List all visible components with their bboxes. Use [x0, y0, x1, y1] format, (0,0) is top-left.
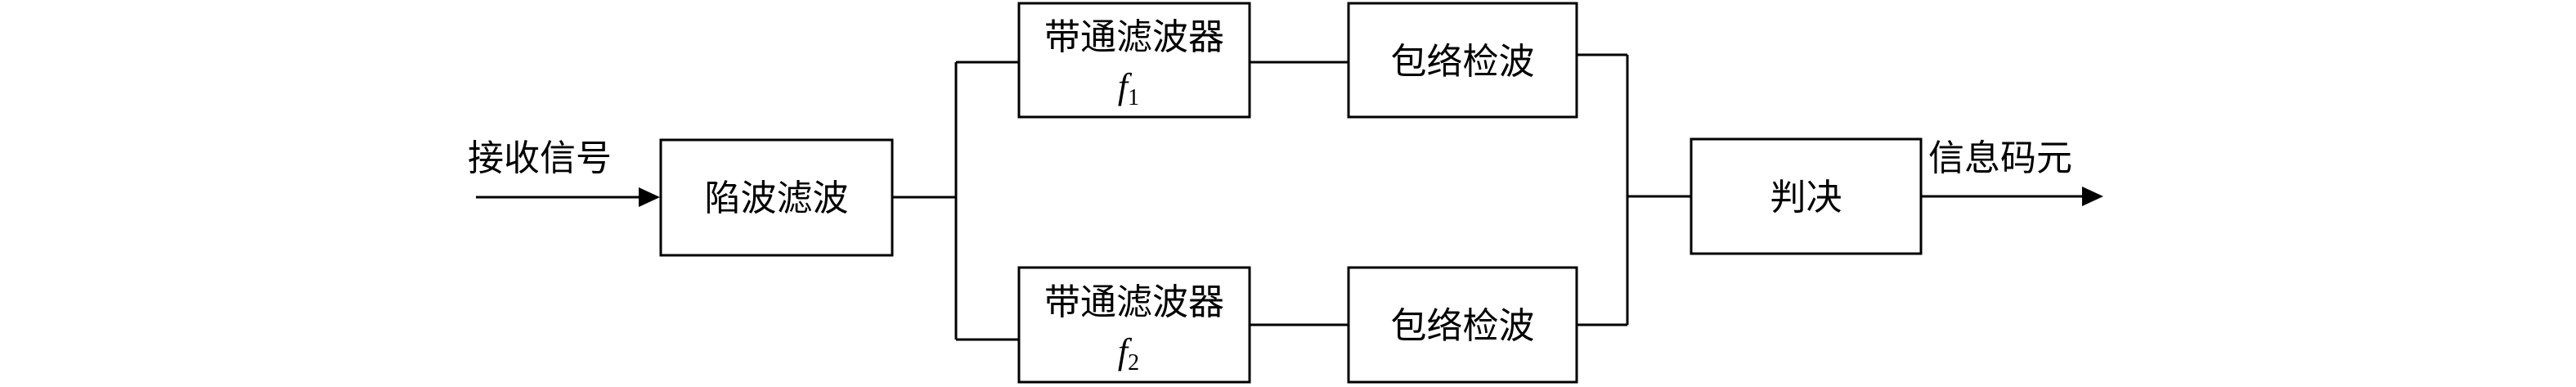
- output-signal-label: 信息码元: [1928, 137, 2072, 179]
- notch-filter-label: 陷波滤波: [705, 178, 849, 219]
- envelope-detector-2-label: 包络检波: [1391, 305, 1535, 347]
- bandpass-filter-2-frequency: f2: [1118, 331, 1139, 376]
- envelope-detector-1-block: 包络检波: [1347, 2, 1578, 119]
- input-signal-label: 接收信号: [468, 137, 612, 179]
- envelope-detector-1-box: [1347, 2, 1578, 119]
- envelope-detector-2-block: 包络检波: [1347, 266, 1578, 384]
- bandpass-filter-1-block: 带通滤波器 f1: [1017, 2, 1251, 119]
- decision-label: 判决: [1770, 177, 1842, 218]
- frequency-subscript: 1: [1128, 85, 1139, 110]
- frequency-subscript: 2: [1128, 350, 1139, 376]
- notch-filter-block: 陷波滤波: [659, 138, 894, 257]
- decision-box: [1690, 137, 1923, 255]
- bandpass-filter-2-label: 带通滤波器: [1044, 281, 1224, 323]
- bandpass-filter-2-block: 带通滤波器 f2: [1017, 266, 1251, 384]
- bandpass-filter-2-box: [1017, 266, 1251, 384]
- bandpass-filter-1-box: [1017, 2, 1251, 119]
- envelope-detector-2-box: [1347, 266, 1578, 384]
- bandpass-filter-1-label: 带通滤波器: [1044, 16, 1224, 58]
- input-arrowhead: [639, 187, 660, 207]
- output-arrowhead: [2082, 187, 2103, 206]
- decision-block: 判决: [1690, 137, 1923, 255]
- envelope-detector-1-label: 包络检波: [1391, 41, 1535, 83]
